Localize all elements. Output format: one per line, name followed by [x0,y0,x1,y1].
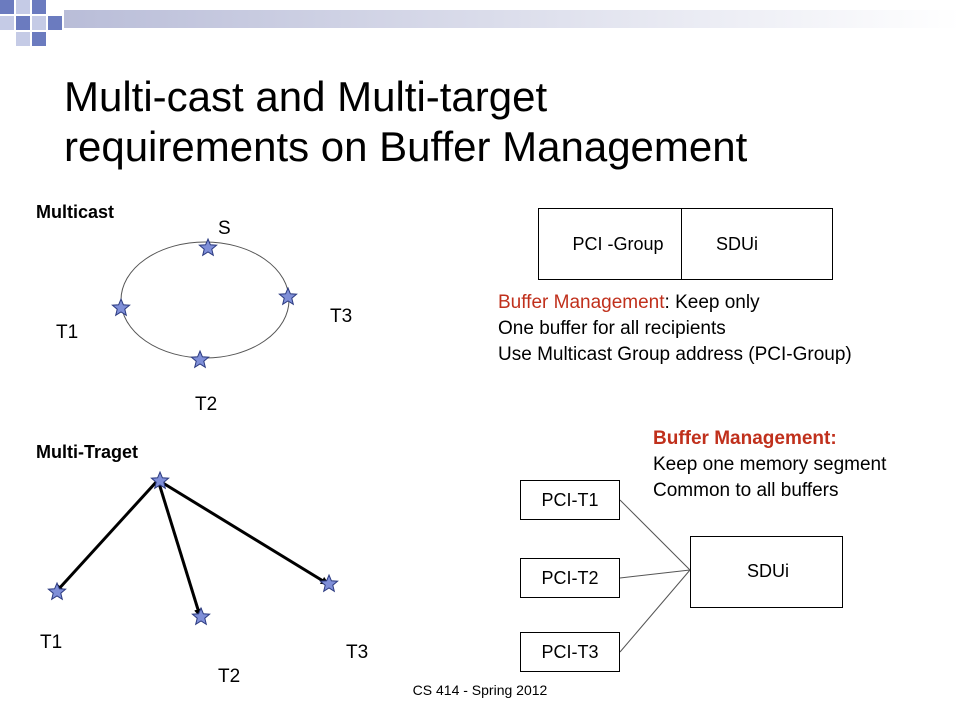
star-multicast-t3-icon [278,286,298,306]
multicast-t1-label: T1 [56,322,79,343]
star-multitarget-source-icon [150,470,170,490]
multicast-t2-label: T2 [195,394,218,415]
star-multicast-t2-icon [190,349,210,369]
multitarget-t3-label: T3 [346,642,369,663]
multicast-t3-label: T3 [330,306,353,327]
buffer-management-2-label: Buffer Management: [653,428,837,449]
footer-text: CS 414 - Spring 2012 [412,682,548,698]
title-line-2: requirements on Buffer Management [64,123,748,170]
pci-t3-label: PCI-T3 [541,641,599,662]
title-line-1: Multi-cast and Multi-target [64,73,548,120]
buffer-management-2-line-2: Keep one memory segment [653,454,887,475]
pci-t3-box: PCI-T3 [520,632,620,672]
connector-t3 [619,569,691,653]
multicast-source-label: S [218,218,231,239]
multitarget-heading: Multi-Traget [36,442,138,462]
pci-t1-box: PCI-T1 [520,480,620,520]
arrow-to-t2 [156,479,202,618]
pci-t2-label: PCI-T2 [541,567,599,588]
buffer-management-2-line-3: Common to all buffers [653,480,839,501]
pdu-sdu: SDUi [682,209,832,279]
pci-t2-box: PCI-T2 [520,558,620,598]
star-multitarget-t1-icon [47,581,67,601]
buffer-management-rest: : Keep only [664,292,760,313]
multitarget-t1-label: T1 [40,632,63,653]
buffer-management-line-2: One buffer for all recipients [498,318,726,339]
pdu-pci-group: PCI -Group [539,209,682,279]
pdu-pci-group-label: PCI -Group [572,233,664,254]
star-multitarget-t3-icon [319,573,339,593]
pdu-box: PCI -Group SDUi [538,208,833,280]
arrow-to-t3 [157,478,330,586]
page-title: Multi-cast and Multi-target requirements… [64,72,944,172]
pci-t1-label: PCI-T1 [541,489,599,510]
pdu-sdu-label: SDUi [715,233,758,254]
multicast-heading: Multicast [36,202,115,222]
star-s-icon [198,237,218,257]
header-decoration [0,0,960,46]
connector-t2 [619,569,691,579]
buffer-management-line-3: Use Multicast Group address (PCI-Group) [498,344,852,365]
connector-t1 [619,499,691,571]
node-stars [47,237,339,626]
sdu-shared-box: SDUi [690,536,843,608]
multitarget-t2-label: T2 [218,666,241,687]
star-multicast-t1-icon [111,297,131,317]
arrow-to-t1 [54,478,160,594]
buffer-management-multicast: Buffer Management: Keep only One buffer … [498,290,852,368]
buffer-management-multitarget: Buffer Management: Keep one memory segme… [653,426,886,504]
multicast-ring [120,241,290,359]
buffer-management-label: Buffer Management [498,292,665,313]
star-multitarget-t2-icon [191,606,211,626]
sdu-shared-label: SDUi [747,561,790,581]
